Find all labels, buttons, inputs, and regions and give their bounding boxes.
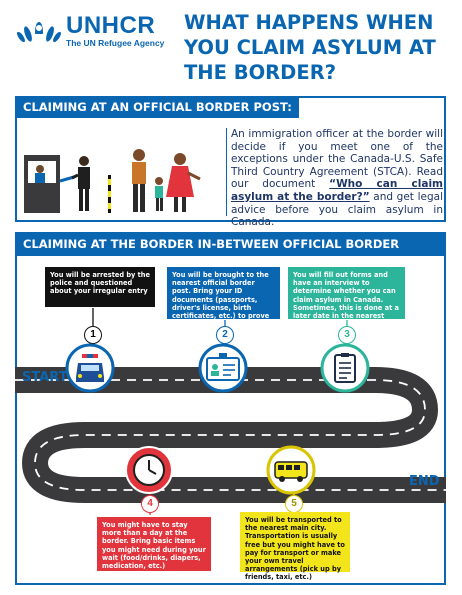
end-label: END <box>409 474 440 489</box>
start-label: START <box>22 370 68 385</box>
bus-icon <box>266 445 316 495</box>
step-5-text: You will be transported to the nearest m… <box>240 512 350 581</box>
step-4-number: 4 <box>141 495 159 513</box>
step-2-text: You will be brought to the nearest offic… <box>167 267 280 328</box>
step-1-number: 1 <box>84 326 102 344</box>
document-link[interactable]: “Who can claim asylum at the border?” <box>231 178 443 203</box>
step-4-text: You might have to stay more than a day a… <box>97 517 211 571</box>
clock-icon <box>125 446 173 494</box>
page-title: WHAT HAPPENS WHEN YOU CLAIM ASYLUM AT TH… <box>184 11 436 84</box>
id-card-icon <box>198 343 248 393</box>
org-tagline: The UN Refugee Agency <box>66 38 165 48</box>
official-post-description: An immigration officer at the border wil… <box>231 128 443 229</box>
org-name: UNHCR <box>66 12 156 39</box>
unhcr-logo-icon <box>17 22 61 46</box>
clipboard-icon <box>320 343 370 393</box>
step-1-text: You will be arrested by the police and q… <box>45 267 155 307</box>
step-5-number: 5 <box>285 495 303 513</box>
description-text-end: and get legal advice before you claim as… <box>231 190 443 229</box>
border-post-illustration-icon <box>24 149 201 213</box>
between-posts-heading: CLAIMING AT THE BORDER IN-BETWEEN OFFICI… <box>15 232 446 275</box>
step-2-number: 2 <box>216 326 234 344</box>
description-text: An immigration officer at the border wil… <box>231 128 443 191</box>
police-car-icon <box>65 343 115 393</box>
step-3-number: 3 <box>338 326 356 344</box>
official-post-heading: CLAIMING AT AN OFFICIAL BORDER POST: <box>15 96 299 118</box>
step-3-text: You will fill out forms and have an inte… <box>288 267 405 328</box>
divider <box>226 128 227 216</box>
